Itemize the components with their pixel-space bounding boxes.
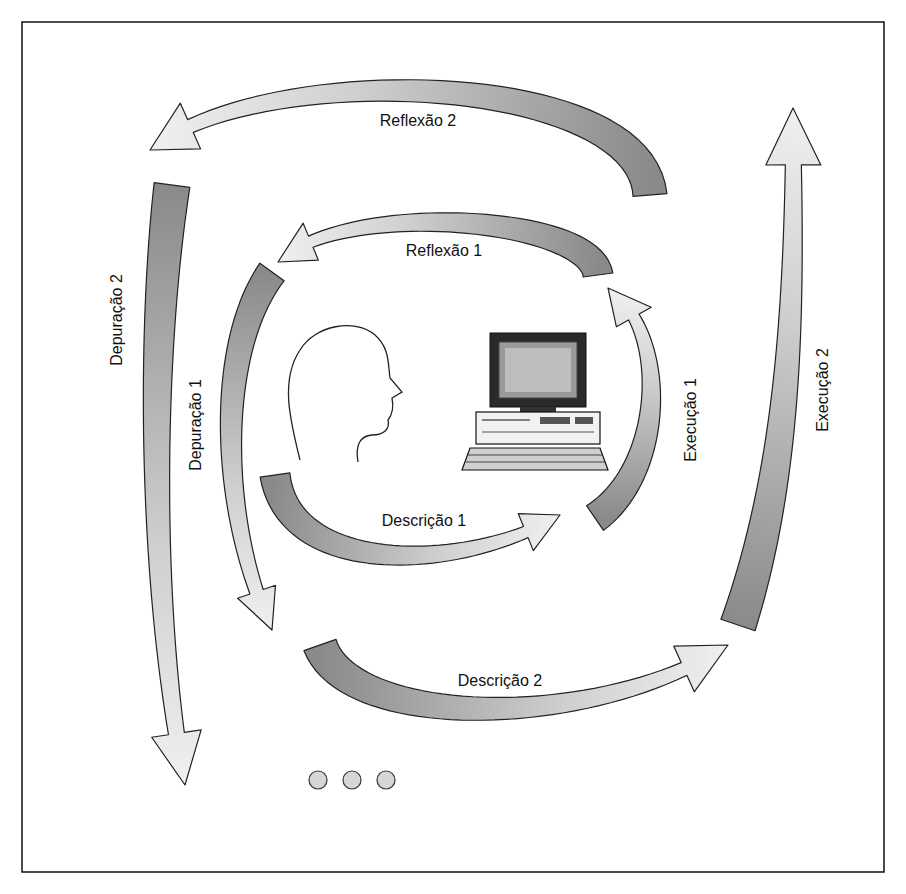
cycle-arrow	[278, 213, 613, 277]
cycle-arrow	[220, 263, 284, 630]
stage-label: Descrição 2	[455, 671, 545, 690]
ellipsis-dots	[309, 771, 395, 789]
head-profile	[288, 326, 402, 462]
frame-border	[22, 22, 884, 872]
stage-label: Reflexão 2	[377, 111, 460, 130]
arrow-group	[143, 80, 821, 785]
stage-label: Execução 1	[681, 375, 700, 465]
cycle-arrow	[304, 639, 728, 720]
stage-label: Descrição 1	[379, 511, 469, 530]
stage-label: Reflexão 1	[403, 241, 486, 260]
cycle-arrow	[260, 473, 560, 565]
stage-label: Depuração 1	[186, 376, 205, 474]
cycle-arrow	[150, 80, 667, 197]
stage-label: Execução 2	[813, 345, 832, 435]
stage-label: Depuração 2	[107, 271, 126, 369]
cycle-arrow	[721, 108, 821, 631]
cycle-arrow	[587, 288, 661, 530]
computer-icon	[462, 333, 608, 470]
cycle-arrow	[143, 183, 201, 785]
